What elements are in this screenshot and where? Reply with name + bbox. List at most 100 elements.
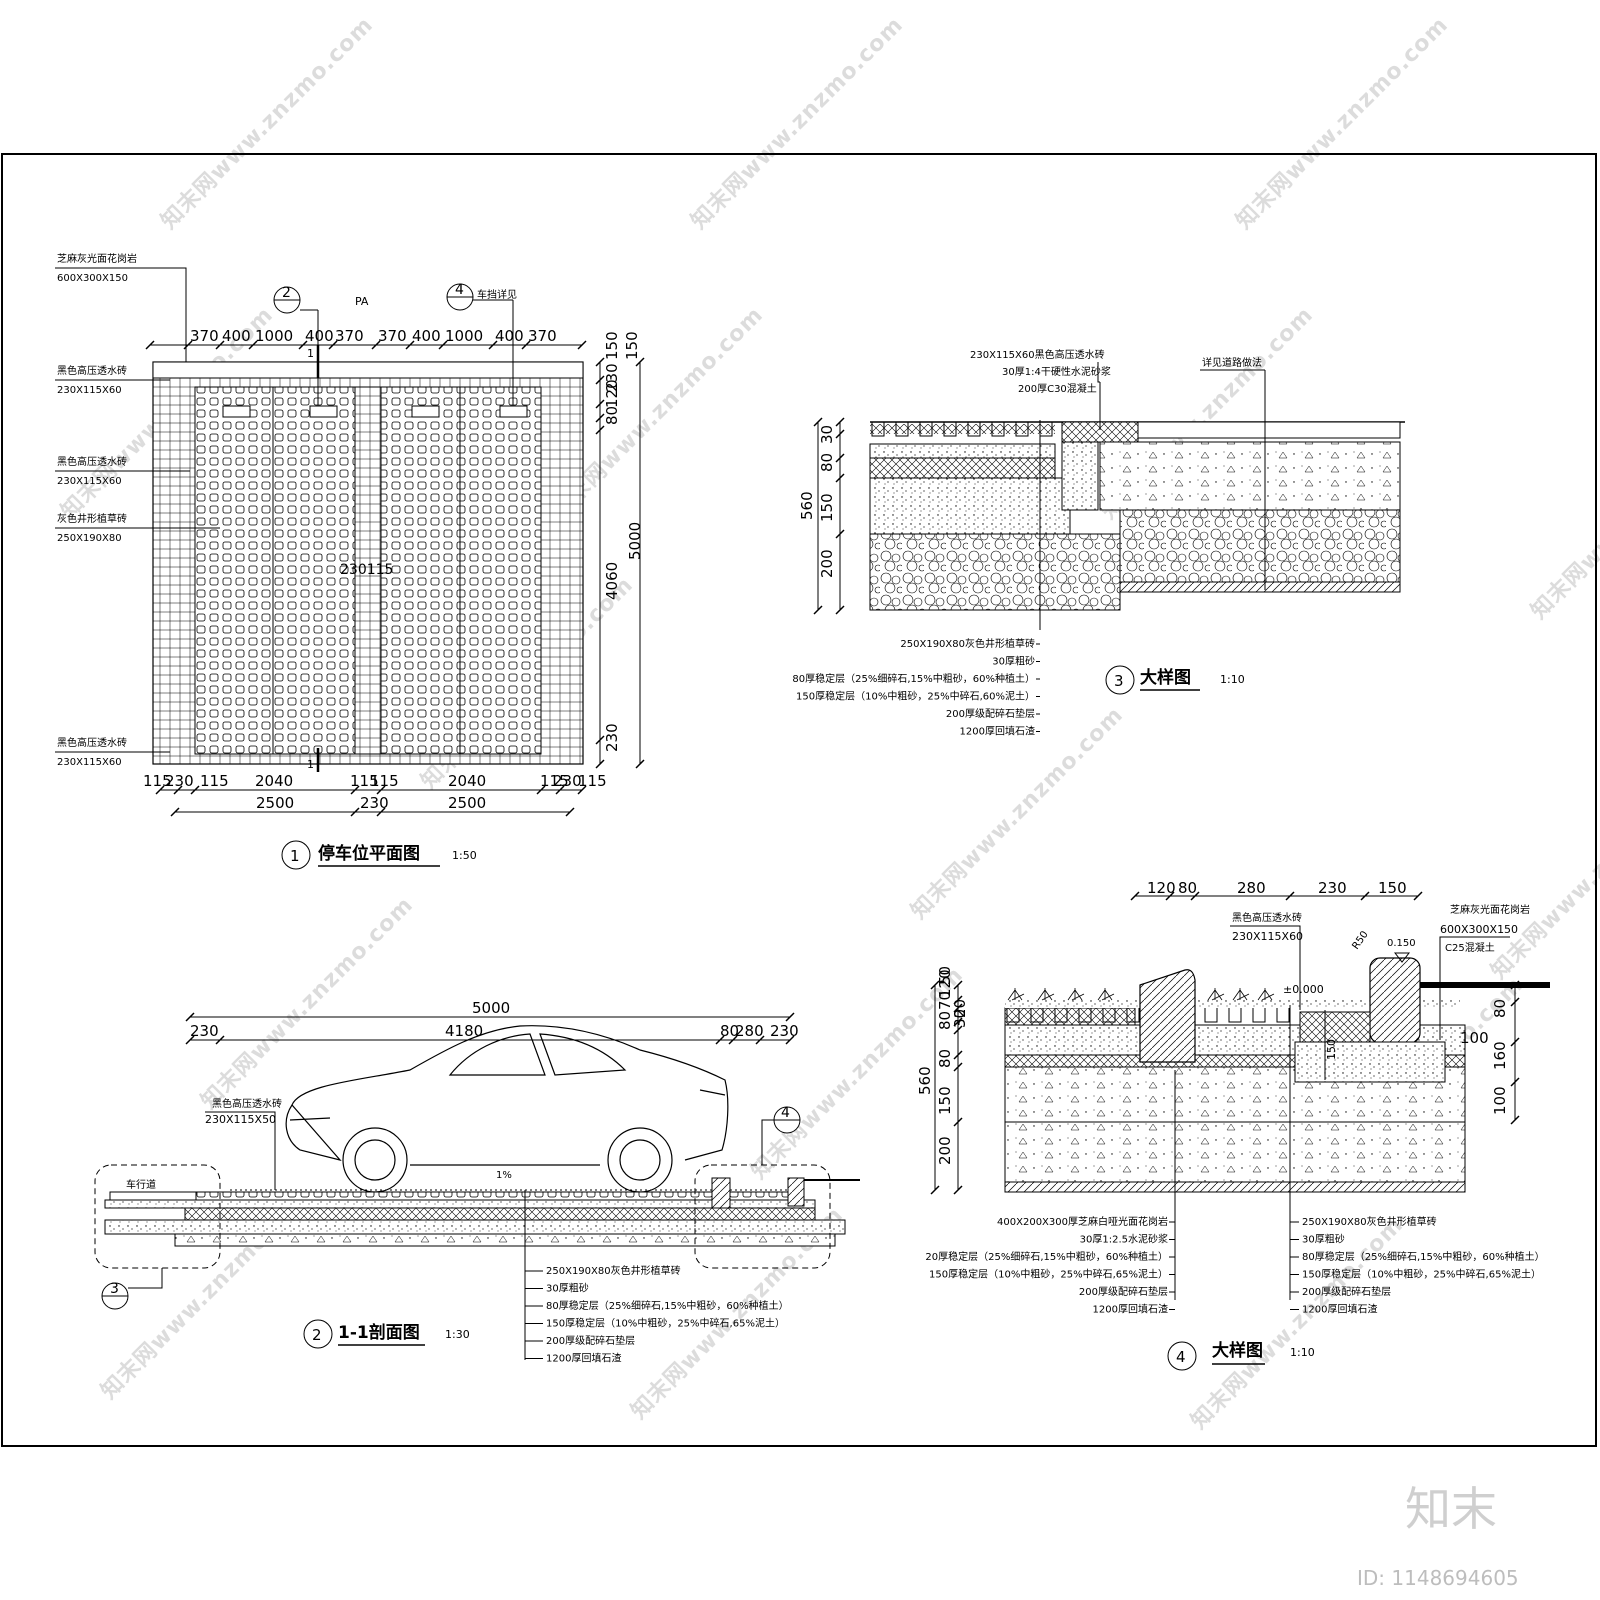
label-name: 黑色高压透水砖 <box>57 455 127 468</box>
dimension-text: 230 <box>165 772 194 790</box>
section-bottom-label: 200厚级配碎石垫层 <box>546 1334 635 1347</box>
d4-title-index: 4 <box>1176 1348 1186 1366</box>
watermark-text: 知末网www.znzmo.com <box>1231 12 1454 235</box>
d3-title-index: 3 <box>1114 672 1124 690</box>
d4-title: 大样图 <box>1212 1340 1263 1361</box>
dimension-text: 20 <box>951 999 969 1018</box>
d4-right-label: 250X190X80灰色井形植草砖 <box>1302 1215 1437 1228</box>
section-mark-bottom: 1 <box>307 758 314 771</box>
d4-right-label: 80厚稳定层（25%细碎石,15%中粗砂，60%种植土） <box>1302 1250 1545 1263</box>
d3-bottom-label: 80厚稳定层（25%细碎石,15%中粗砂，60%种植土） <box>792 672 1035 685</box>
dimension-text: 560 <box>798 491 816 520</box>
d4-granite-label: 芝麻灰光面花岗岩 <box>1450 903 1530 916</box>
drawing-frame <box>1 153 1597 1447</box>
dimension-text: 80 <box>936 1049 954 1068</box>
plan-title: 停车位平面图 <box>318 843 420 864</box>
brand-logo: 知末 <box>1405 1482 1497 1536</box>
dimension-text: 4060 <box>603 562 621 600</box>
callout-3-number: 3 <box>110 1281 119 1297</box>
d3-scale: 1:10 <box>1220 673 1245 686</box>
plan-scale: 1:50 <box>452 849 477 862</box>
d4-brick-label: 黑色高压透水砖 <box>1232 911 1302 924</box>
dimension-text: 100 <box>1460 1029 1489 1047</box>
d4-right-label: 30厚粗砂 <box>1302 1233 1345 1246</box>
dimension-text: 70 <box>936 991 954 1010</box>
d4-right-label: 1200厚回填石渣 <box>1302 1303 1377 1316</box>
dimension-text: 370 <box>528 327 557 345</box>
d3-bottom-label: 1200厚回填石渣 <box>960 725 1035 738</box>
dimension-text: 5000 <box>626 522 644 560</box>
dimension-text: 100 <box>1491 1086 1509 1115</box>
dimension-text: 200 <box>818 549 836 578</box>
left-size: 230X115X50 <box>205 1113 276 1126</box>
dimension-text: 370 <box>335 327 364 345</box>
d4-h150: 0.150 <box>1387 938 1416 949</box>
road-label: 车行道 <box>126 1178 156 1191</box>
title-index-circle <box>1167 1341 1197 1371</box>
d4-concrete: C25混凝土 <box>1445 941 1495 954</box>
separator-strip <box>354 386 382 755</box>
dimension-text: 80 <box>603 406 621 425</box>
watermark-text: 知末网www.znzmo.com <box>196 892 419 1115</box>
dimension-text: 400 <box>412 327 441 345</box>
watermark-text: 知末网www.znzmo.com <box>1526 402 1600 625</box>
d3-bottom-label: 250X190X80灰色井形植草砖 <box>900 637 1035 650</box>
dimension-text: 230 <box>360 794 389 812</box>
d4-scale: 1:10 <box>1290 1346 1315 1359</box>
wheel-stop <box>309 405 338 418</box>
label-size: 250X190X80 <box>57 533 122 544</box>
callout-4-note: 车挡详见 <box>477 288 517 301</box>
grass-area-left-inner <box>272 386 356 755</box>
title-index-circle <box>1105 665 1135 695</box>
dimension-text: 2040 <box>448 772 486 790</box>
dimension-text: 150 <box>623 331 641 360</box>
section-mark-top: 1 <box>307 347 314 360</box>
dimension-text: 50 <box>936 966 954 985</box>
grass-area-right-inner <box>459 386 542 755</box>
dimension-text: 200 <box>936 1136 954 1165</box>
center-dim: 230115 <box>340 562 393 578</box>
dimension-text: 115 <box>200 772 229 790</box>
d3-top-label: 200厚C30混凝土 <box>1018 382 1097 395</box>
d4-left-label: 150厚稳定层（10%中粗砂，25%中碎石,65%泥土） <box>929 1268 1168 1281</box>
dimension-text: 370 <box>378 327 407 345</box>
section-bottom-label: 80厚稳定层（25%细碎石,15%中粗砂，60%种植土） <box>546 1299 789 1312</box>
dimension-text: 120 <box>936 969 954 998</box>
dimension-text: 280 <box>1237 879 1266 897</box>
dimension-text: 1000 <box>255 327 293 345</box>
slope-label: 1% <box>496 1170 512 1181</box>
label-name: 黑色高压透水砖 <box>57 364 127 377</box>
dimension-text: 230 <box>190 1022 219 1040</box>
d3-bottom-label: 200厚级配碎石垫层 <box>946 707 1035 720</box>
title-index-circle <box>303 1319 333 1349</box>
dimension-text: 230 <box>603 363 621 392</box>
d4-right-label: 200厚级配碎石垫层 <box>1302 1285 1391 1298</box>
dimension-text: 370 <box>190 327 219 345</box>
dimension-text: 150 <box>818 493 836 522</box>
dimension-text: 280 <box>735 1022 764 1040</box>
section-bottom-label: 250X190X80灰色井形植草砖 <box>546 1264 681 1277</box>
d4-left-label: 200厚级配碎石垫层 <box>1079 1285 1168 1298</box>
label-name: 芝麻灰光面花岗岩 <box>57 252 137 265</box>
d3-top-label: 230X115X60黑色高压透水砖 <box>970 348 1105 361</box>
dimension-text: 400 <box>305 327 334 345</box>
dimension-text: 1000 <box>445 327 483 345</box>
watermark-text: 知末网www.znzmo.com <box>156 12 379 235</box>
dimension-text: 120 <box>1147 879 1176 897</box>
d4-left-label: 400X200X300厚芝麻白哑光面花岗岩 <box>997 1215 1168 1228</box>
top-granite-strip <box>152 361 584 379</box>
label-size: 230X115X60 <box>57 385 122 396</box>
wheel-stop <box>222 405 251 418</box>
label-size: 600X300X150 <box>57 273 128 284</box>
dimension-text: 2500 <box>448 794 486 812</box>
d4-left-label: 1200厚回填石渣 <box>1093 1303 1168 1316</box>
d4-r50: R50 <box>1350 929 1370 951</box>
wheel-stop <box>411 405 440 418</box>
label-name: 灰色井形植草砖 <box>57 512 127 525</box>
grass-tufts <box>1007 988 1275 1001</box>
